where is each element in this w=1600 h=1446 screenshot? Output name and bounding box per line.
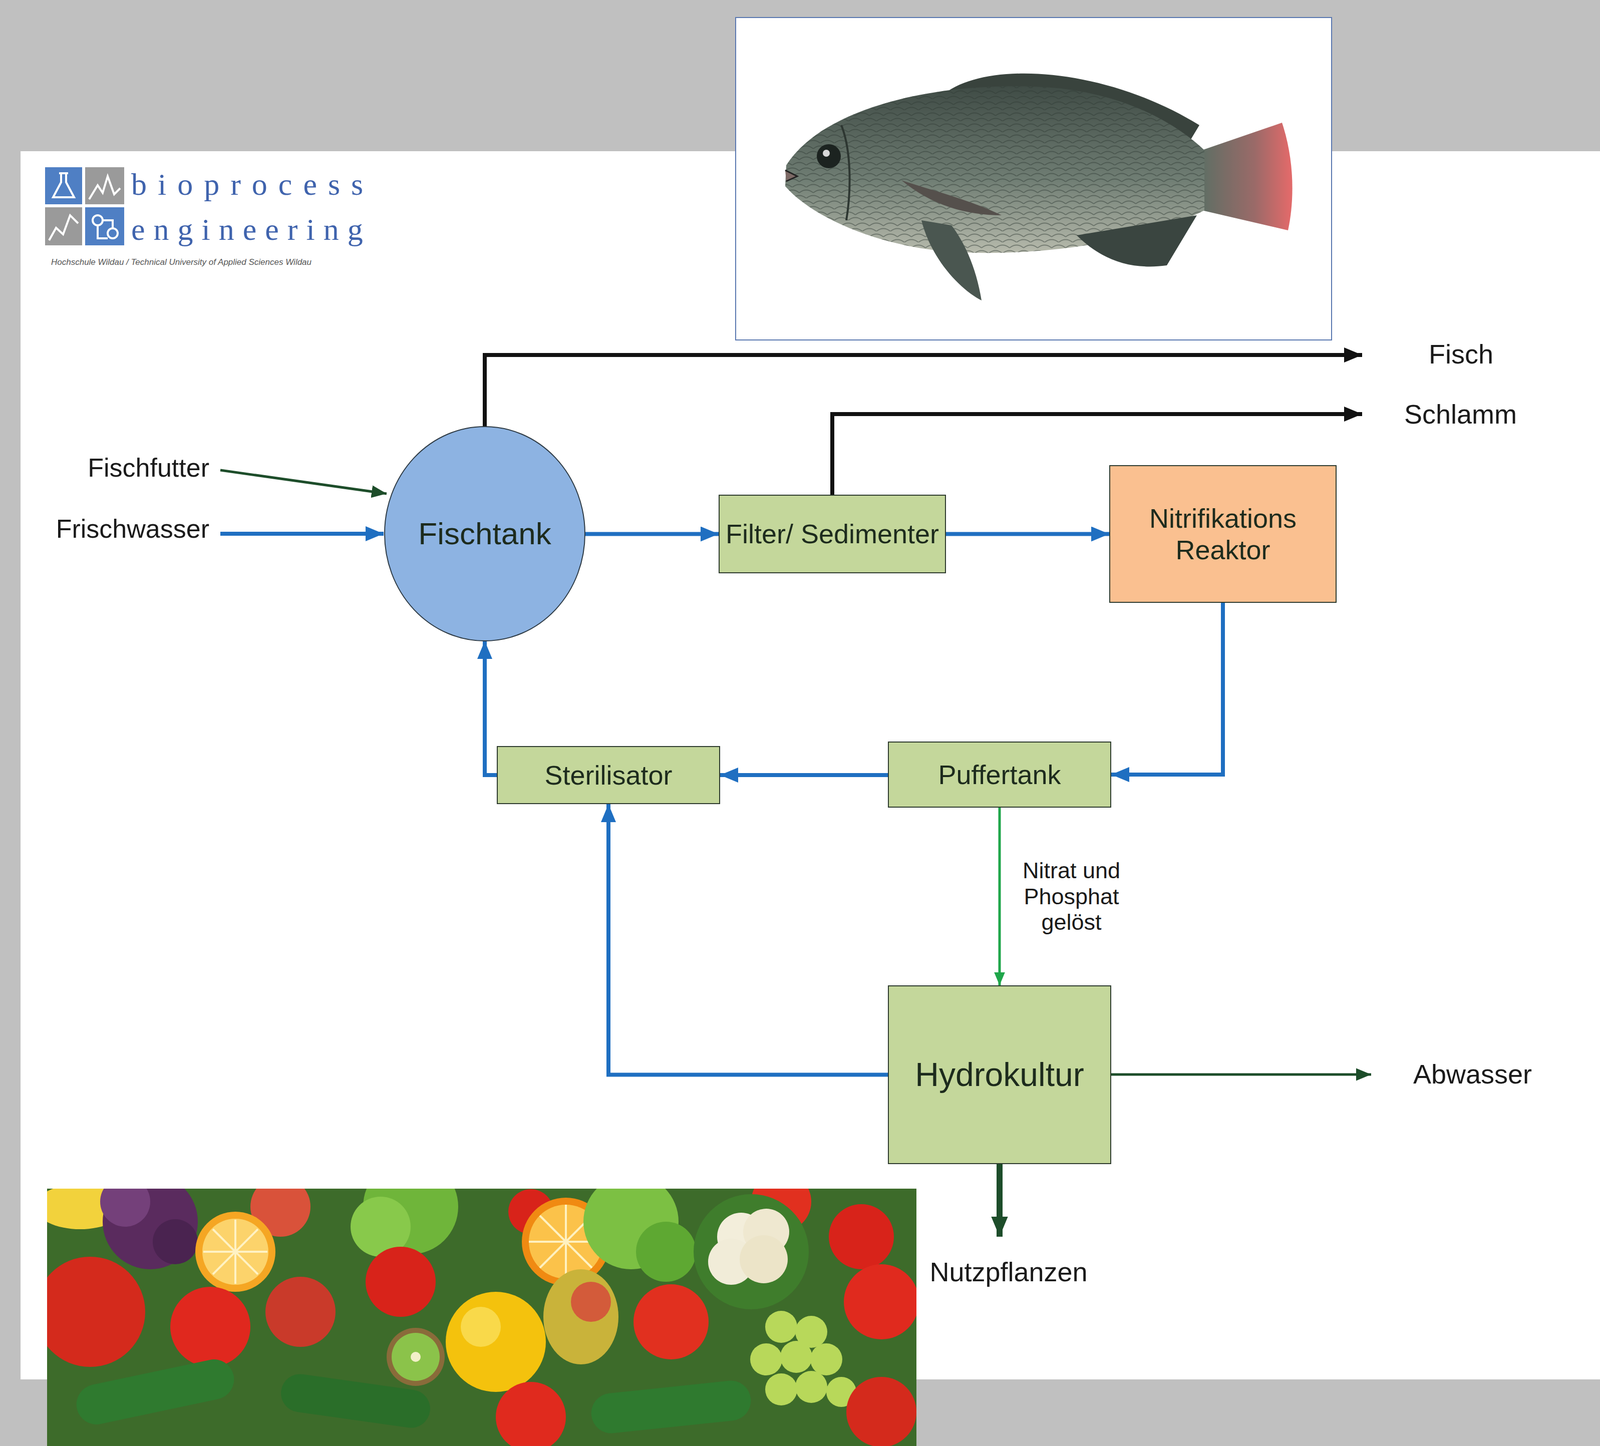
process-box: Filter/ Sedimenter	[718, 494, 946, 574]
illustration-shape	[633, 1284, 709, 1360]
illustration-shape	[841, 125, 850, 221]
illustration-shape	[901, 180, 1002, 216]
illustration-shape	[391, 1333, 440, 1382]
illustration-shape	[765, 1311, 798, 1344]
flow-connector	[998, 807, 1002, 986]
flow-connector	[945, 532, 1110, 537]
illustration-shape	[203, 1219, 268, 1285]
edge-label: Nitrat und Phosphat gelöst	[1007, 856, 1137, 937]
illustration-shape	[100, 1188, 151, 1227]
illustration-shape	[170, 1287, 251, 1368]
output-label: Abwasser	[1413, 1058, 1532, 1090]
process-box: Hydrokultur	[887, 985, 1112, 1165]
illustration-shape	[816, 144, 841, 169]
node-label: Sterilisator	[544, 759, 673, 791]
illustration-shape	[220, 470, 387, 494]
logo-text: engineering	[131, 211, 372, 248]
illustration-shape	[278, 1371, 433, 1431]
illustration-shape	[750, 1311, 857, 1408]
node-label: Fischtank	[418, 515, 551, 552]
node-label: Hydrokultur	[914, 1056, 1084, 1095]
illustration-shape	[410, 1352, 421, 1363]
illustration-shape	[460, 1307, 501, 1348]
illustration-shape	[750, 1343, 783, 1376]
input-label: Fischfutter	[87, 453, 210, 484]
illustration-shape	[49, 215, 79, 241]
node-label: Puffertank	[937, 759, 1061, 791]
illustration-shape	[47, 1256, 146, 1368]
node-label: Nitrifikations Reaktor	[1115, 502, 1331, 565]
illustration-shape	[47, 1188, 917, 1446]
illustration-shape	[921, 220, 982, 301]
flow-connector	[584, 532, 719, 537]
illustration-shape	[693, 1194, 809, 1310]
process-box: Puffertank	[887, 741, 1112, 808]
process-box: Sterilisator	[496, 746, 721, 805]
illustration-shape	[265, 1276, 336, 1348]
illustration-shape	[739, 1235, 788, 1284]
vegetable-picture	[47, 1188, 917, 1446]
logo-text: bioprocess	[131, 166, 375, 203]
flow-connector	[484, 641, 497, 776]
illustration-shape	[152, 1219, 198, 1265]
output-label: Nutzpflanzen	[929, 1256, 1088, 1288]
illustration-shape	[543, 1269, 619, 1365]
node-label: Filter/ Sedimenter	[725, 518, 939, 550]
illustration-shape	[635, 1221, 697, 1283]
illustration-shape	[810, 1343, 843, 1376]
illustration-shape	[996, 1164, 1003, 1237]
illustration-shape	[202, 1218, 269, 1286]
illustration-shape	[365, 1246, 436, 1318]
flow-connector	[720, 773, 888, 778]
illustration-shape	[45, 167, 83, 205]
illustration-shape	[53, 173, 75, 198]
illustration-shape	[92, 215, 103, 226]
illustration-shape	[1076, 215, 1197, 267]
input-label: Frischwasser	[56, 514, 210, 545]
fish-picture	[735, 17, 1332, 341]
illustration-shape	[495, 1382, 566, 1446]
illustration-shape	[570, 1282, 611, 1323]
illustration-shape	[735, 17, 1332, 341]
illustration-shape	[97, 220, 113, 239]
illustration-shape	[220, 531, 384, 536]
tank-circle: Fischtank	[384, 426, 585, 642]
reactor-box: Nitrifikations Reaktor	[1109, 465, 1337, 603]
output-label: Schlamm	[1404, 398, 1517, 430]
illustration-shape	[107, 228, 118, 239]
illustration-shape	[780, 1341, 813, 1374]
illustration-shape	[72, 1356, 238, 1429]
illustration-shape	[45, 207, 83, 246]
illustration-shape	[846, 1377, 917, 1446]
illustration-shape	[445, 1292, 546, 1393]
flow-connector	[1111, 602, 1223, 775]
illustration-shape	[1201, 122, 1293, 231]
flow-connector	[608, 804, 888, 1076]
illustration-shape	[89, 176, 121, 200]
illustration-shape	[795, 1371, 828, 1404]
illustration-shape	[386, 1328, 445, 1387]
illustration-shape	[589, 1378, 754, 1436]
illustration-shape	[822, 149, 830, 157]
illustration-shape	[85, 207, 125, 246]
illustration-shape	[765, 1373, 798, 1406]
illustration-shape	[1111, 1073, 1372, 1077]
illustration-shape	[85, 167, 125, 205]
illustration-shape	[195, 1211, 276, 1293]
illustration-shape	[828, 1204, 894, 1270]
illustration-shape	[785, 170, 798, 182]
circle-shape	[384, 426, 585, 642]
illustration-shape	[843, 1264, 917, 1340]
output-label: Fisch	[1428, 338, 1494, 370]
logo-subtitle: Hochschule Wildau / Technical University…	[51, 257, 312, 268]
logo-icons	[45, 167, 125, 246]
external-flows	[220, 355, 1372, 1237]
